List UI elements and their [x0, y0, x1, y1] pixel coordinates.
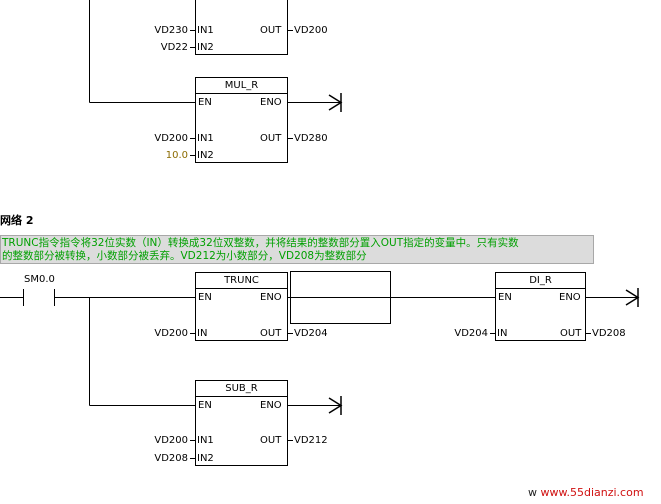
trunc-in-param: IN: [197, 328, 208, 339]
di-r-out-param: OUT: [560, 328, 582, 339]
di-r-eno: ENO: [559, 292, 581, 303]
operand-out[interactable]: VD200: [294, 25, 328, 36]
operand-in2[interactable]: VD22: [160, 42, 188, 53]
mul-r-out-param: OUT: [260, 133, 282, 144]
comment-line-1: TRUNC指令指令将32位实数（IN）转换成32位双整数，并将结果的整数部分置入…: [2, 237, 519, 249]
sub-r-in2-operand[interactable]: VD208: [154, 453, 188, 464]
operand-in1[interactable]: VD230: [154, 25, 188, 36]
param-in2: IN2: [197, 42, 214, 53]
param-in1: IN1: [197, 25, 214, 36]
di-r-out-operand[interactable]: VD208: [592, 328, 626, 339]
comment-line-2: 的整数部分被转换，小数部分被丢弃。VD212为小数部分，VD208为整数部分: [2, 250, 367, 262]
network-comment[interactable]: TRUNC指令指令将32位实数（IN）转换成32位双整数，并将结果的整数部分置入…: [0, 235, 594, 264]
trunc-title[interactable]: TRUNC: [224, 275, 259, 286]
mul-r-in1-param: IN1: [197, 133, 214, 144]
sub-r-out-operand[interactable]: VD212: [294, 435, 328, 446]
trunc-in-operand[interactable]: VD200: [154, 328, 188, 339]
sub-r-en: EN: [198, 400, 212, 411]
param-out: OUT: [260, 25, 282, 36]
mul-r-en: EN: [198, 97, 212, 108]
trunc-en: EN: [198, 292, 212, 303]
sub-r-in1-operand[interactable]: VD200: [154, 435, 188, 446]
di-r-en: EN: [498, 292, 512, 303]
trunc-box: [195, 272, 288, 341]
mul-r-in2-operand[interactable]: 10.0: [165, 150, 188, 161]
mul-r-eno: ENO: [260, 97, 282, 108]
di-r-box: [495, 272, 586, 341]
watermark-site: www.55dianzi.com: [540, 486, 644, 499]
watermark: w www.55dianzi.com: [528, 486, 644, 499]
di-r-title[interactable]: DI_R: [529, 275, 552, 286]
trunc-out-param: OUT: [260, 328, 282, 339]
selection-box: [290, 271, 391, 324]
box-top-partial: [195, 0, 288, 55]
sub-r-box: [195, 380, 288, 466]
di-r-in-param: IN: [497, 328, 508, 339]
mul-r-in1-operand[interactable]: VD200: [154, 133, 188, 144]
sub-r-title[interactable]: SUB_R: [225, 383, 258, 394]
contact-label[interactable]: SM0.0: [24, 274, 55, 285]
mul-r-box: [195, 77, 288, 163]
sub-r-in1-param: IN1: [197, 435, 214, 446]
mul-r-out-operand[interactable]: VD280: [294, 133, 328, 144]
trunc-out-operand[interactable]: VD204: [294, 328, 328, 339]
sub-r-in2-param: IN2: [197, 453, 214, 464]
sub-r-out-param: OUT: [260, 435, 282, 446]
di-r-in-operand[interactable]: VD204: [454, 328, 488, 339]
network-title[interactable]: 网络 2: [0, 214, 34, 227]
mul-r-title[interactable]: MUL_R: [224, 80, 259, 91]
watermark-prefix: w: [528, 486, 537, 499]
sub-r-eno: ENO: [260, 400, 282, 411]
trunc-eno: ENO: [260, 292, 282, 303]
mul-r-in2-param: IN2: [197, 150, 214, 161]
